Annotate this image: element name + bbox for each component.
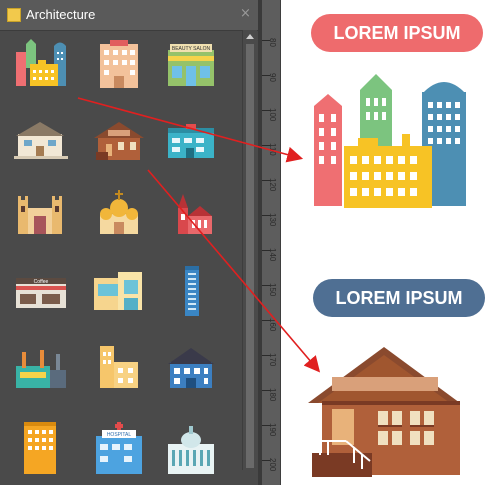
arrow-to-city[interactable]: [77, 97, 304, 163]
scroll-thumb[interactable]: [246, 44, 254, 468]
lorem-ipsum-label-top[interactable]: LOREM IPSUM: [311, 14, 483, 52]
orange-tower-icon[interactable]: [10, 418, 72, 476]
wooden-cottage-large[interactable]: [306, 345, 486, 480]
ruler-tick: [262, 110, 270, 111]
apartment-building-icon[interactable]: [88, 38, 150, 96]
vertical-ruler: 80 90 100 110 120 130 140 150 160 170 18…: [262, 0, 281, 485]
svg-text:HOSPITAL: HOSPITAL: [107, 432, 132, 438]
ruler-tick: [262, 145, 270, 146]
wooden-cottage-icon[interactable]: [88, 112, 150, 170]
tall-tower-icon[interactable]: [160, 262, 222, 320]
ruler-tick: [262, 425, 270, 426]
panel-titlebar: Architecture ×: [0, 0, 262, 31]
yellow-building-icon[interactable]: [88, 340, 150, 398]
beauty-salon-icon[interactable]: BEAUTY SALON: [160, 38, 222, 96]
ruler-tick: [262, 460, 270, 461]
arrow-to-cottage[interactable]: [147, 169, 321, 373]
modern-house-icon[interactable]: [10, 112, 72, 170]
modern-building-icon[interactable]: [88, 262, 150, 320]
city-buildings-icon[interactable]: [10, 38, 72, 96]
hospital-icon[interactable]: HOSPITAL: [88, 418, 150, 476]
library-folder-icon: [7, 8, 21, 22]
svg-text:BEAUTY SALON: BEAUTY SALON: [172, 46, 211, 52]
ruler-tick: [262, 285, 270, 286]
panel-divider[interactable]: [258, 0, 262, 485]
lorem-ipsum-label-bottom[interactable]: LOREM IPSUM: [313, 279, 485, 317]
coffee-shop-icon[interactable]: Coffee: [10, 262, 72, 320]
ruler-tick: [262, 180, 270, 181]
city-buildings-large[interactable]: [310, 72, 470, 212]
ruler-tick: [262, 40, 270, 41]
panel-scrollbar[interactable]: [242, 30, 257, 470]
blue-mansion-icon[interactable]: [160, 340, 222, 398]
capitol-building-icon[interactable]: [160, 418, 222, 476]
shape-library-panel: Architecture × BEAUTY SALON: [0, 0, 262, 485]
svg-text:Coffee: Coffee: [34, 279, 49, 285]
factory-icon[interactable]: [10, 340, 72, 398]
ruler-tick: [262, 390, 270, 391]
close-icon[interactable]: ×: [240, 6, 251, 21]
blue-office-icon[interactable]: [160, 112, 222, 170]
ruler-tick: [262, 215, 270, 216]
scroll-up-icon[interactable]: [246, 34, 254, 39]
castle-icon[interactable]: [10, 186, 72, 244]
orthodox-church-icon[interactable]: [88, 186, 150, 244]
ruler-tick: [262, 355, 270, 356]
ruler-tick: [262, 320, 270, 321]
ruler-tick: [262, 75, 270, 76]
ruler-tick: [262, 250, 270, 251]
panel-title: Architecture: [26, 7, 96, 22]
